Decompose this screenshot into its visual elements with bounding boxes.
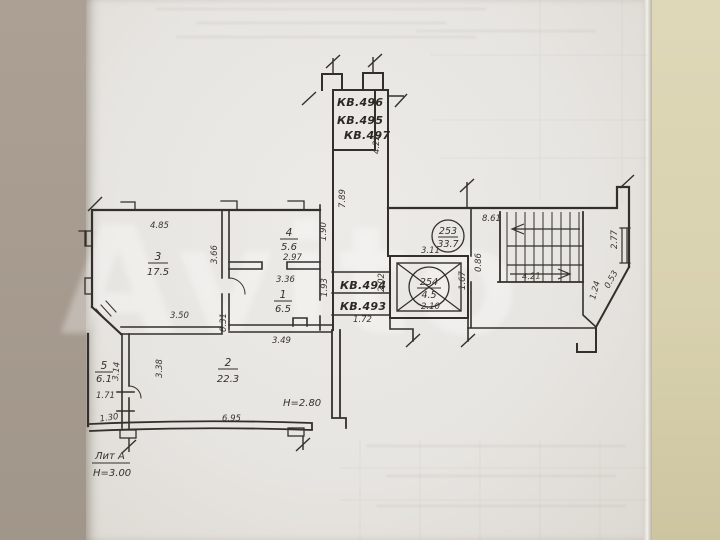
plan-text: КВ.496 КВ.495 КВ.497 КВ.494 КВ.493 253 3… bbox=[92, 96, 621, 479]
dim-1-67: 1.67 bbox=[458, 270, 468, 290]
room3-number: 3 bbox=[155, 251, 162, 263]
wall-room3-right bbox=[221, 209, 230, 331]
pilaster-bottom-1 bbox=[119, 429, 137, 439]
dim-1-71: 1.71 bbox=[96, 391, 115, 401]
elevator-unit-circle bbox=[408, 266, 450, 308]
wall-hall-north bbox=[386, 185, 631, 269]
elevator-unit-number: 254 bbox=[420, 277, 438, 288]
pilaster-left-2 bbox=[84, 277, 93, 295]
pilaster-left-1 bbox=[84, 230, 93, 247]
room4-area: 5.6 bbox=[281, 242, 297, 253]
dim-0-31: 0.31 bbox=[219, 313, 229, 332]
dim-6-95: 6.95 bbox=[222, 414, 241, 424]
elevator-shaft bbox=[389, 255, 469, 319]
dim-0-86: 0.86 bbox=[474, 252, 484, 272]
dim-1-30: 1.30 bbox=[99, 412, 119, 425]
room4-number: 4 bbox=[286, 227, 293, 239]
wall-vestibule bbox=[389, 317, 469, 342]
dim-2-77: 2.77 bbox=[610, 229, 620, 249]
room5-number: 5 bbox=[101, 360, 108, 372]
stair-arrow-down bbox=[510, 268, 572, 280]
table-surface-right bbox=[652, 0, 720, 540]
wall-cut-ticks bbox=[87, 53, 635, 454]
room2-area: 22.3 bbox=[217, 374, 239, 385]
room1-number: 1 bbox=[280, 289, 287, 301]
elevator-cross bbox=[396, 262, 462, 312]
room2-number: 2 bbox=[225, 357, 232, 369]
wall-room5-right bbox=[116, 333, 135, 429]
wall-room2-bottom bbox=[89, 420, 313, 432]
showthrough-line bbox=[416, 30, 596, 32]
dim-1-93: 1.93 bbox=[320, 278, 330, 297]
showthrough-line bbox=[176, 36, 476, 38]
stair-treads bbox=[506, 212, 580, 282]
dim-7-89: 7.89 bbox=[338, 189, 348, 208]
note-ceiling-height: Н=2.80 bbox=[283, 398, 321, 409]
hall-unit-circle bbox=[431, 219, 465, 253]
dim-4-85: 4.85 bbox=[150, 221, 169, 231]
dim-3-11: 3.11 bbox=[421, 246, 440, 256]
wall-closets bbox=[331, 271, 391, 316]
wall-room4-bottom bbox=[228, 261, 321, 270]
room1-area: 6.5 bbox=[275, 304, 291, 315]
showthrough-line bbox=[366, 445, 626, 447]
dim-3-36: 3.36 bbox=[276, 275, 296, 285]
showthrough-line bbox=[376, 505, 626, 507]
dim-2-10: 2.10 bbox=[421, 302, 440, 312]
stair-rail bbox=[507, 245, 583, 266]
showthrough-line bbox=[386, 475, 616, 477]
table-surface-left bbox=[0, 0, 88, 540]
walls bbox=[78, 72, 631, 439]
elevator-inner bbox=[396, 262, 462, 312]
label-kv493: КВ.493 bbox=[340, 300, 386, 313]
door-arc-room5 bbox=[128, 385, 142, 399]
chamfer-hatch bbox=[95, 300, 117, 321]
dim-1-24: 1.24 bbox=[588, 280, 603, 301]
dim-4-22: 4.22 bbox=[372, 135, 382, 154]
room3-area: 17.5 bbox=[147, 267, 169, 278]
showthrough-table-grid bbox=[340, 0, 648, 540]
dim-1-90: 1.90 bbox=[319, 222, 329, 241]
label-kv495: КВ.495 bbox=[337, 114, 383, 127]
hall-unit-number: 253 bbox=[439, 226, 457, 237]
dim-8-61: 8.61 bbox=[482, 214, 501, 224]
note-liter-height: Н=3.00 bbox=[93, 468, 131, 479]
wall-room3-bottom bbox=[120, 317, 333, 335]
pilaster-bottom-2 bbox=[287, 427, 305, 437]
wall-room2-right bbox=[331, 329, 347, 429]
dim-2-02: 2.02 bbox=[377, 273, 387, 292]
staircase bbox=[506, 212, 583, 282]
door-arc-room3 bbox=[228, 277, 246, 295]
dim-3-38: 3.38 bbox=[155, 358, 165, 378]
dim-4-21: 4.21 bbox=[522, 271, 541, 282]
wall-west-outer bbox=[86, 208, 322, 428]
note-liter: Лит А bbox=[94, 451, 125, 462]
label-kv496: КВ.496 bbox=[337, 96, 383, 109]
dim-1-72: 1.72 bbox=[353, 315, 372, 325]
dim-3-66: 3.66 bbox=[210, 244, 220, 264]
dim-3-50: 3.50 bbox=[170, 311, 189, 321]
dim-2-97: 2.97 bbox=[283, 253, 303, 263]
hall-unit-area: 33.7 bbox=[437, 239, 458, 250]
showthrough-line bbox=[156, 8, 486, 10]
paper-right-edge bbox=[644, 0, 652, 540]
showthrough-line bbox=[196, 22, 446, 24]
dim-3-14: 3.14 bbox=[111, 362, 123, 382]
elevator-unit-area: 4.5 bbox=[421, 290, 436, 301]
label-kv494: КВ.494 bbox=[340, 279, 386, 292]
stair-arrow-up bbox=[510, 223, 580, 235]
elevator-outer bbox=[389, 255, 469, 319]
window-stairwell bbox=[619, 227, 631, 264]
pilaster-strokes-top bbox=[78, 200, 305, 247]
wall-se-diagonal bbox=[576, 265, 631, 353]
wall-stair-se bbox=[582, 281, 598, 329]
wall-hall-south bbox=[467, 207, 597, 329]
dim-3-49: 3.49 bbox=[272, 336, 291, 346]
wall-stairwell bbox=[497, 211, 584, 283]
label-kv497: КВ.497 bbox=[344, 129, 390, 142]
room5-area: 6.1 bbox=[96, 374, 112, 385]
